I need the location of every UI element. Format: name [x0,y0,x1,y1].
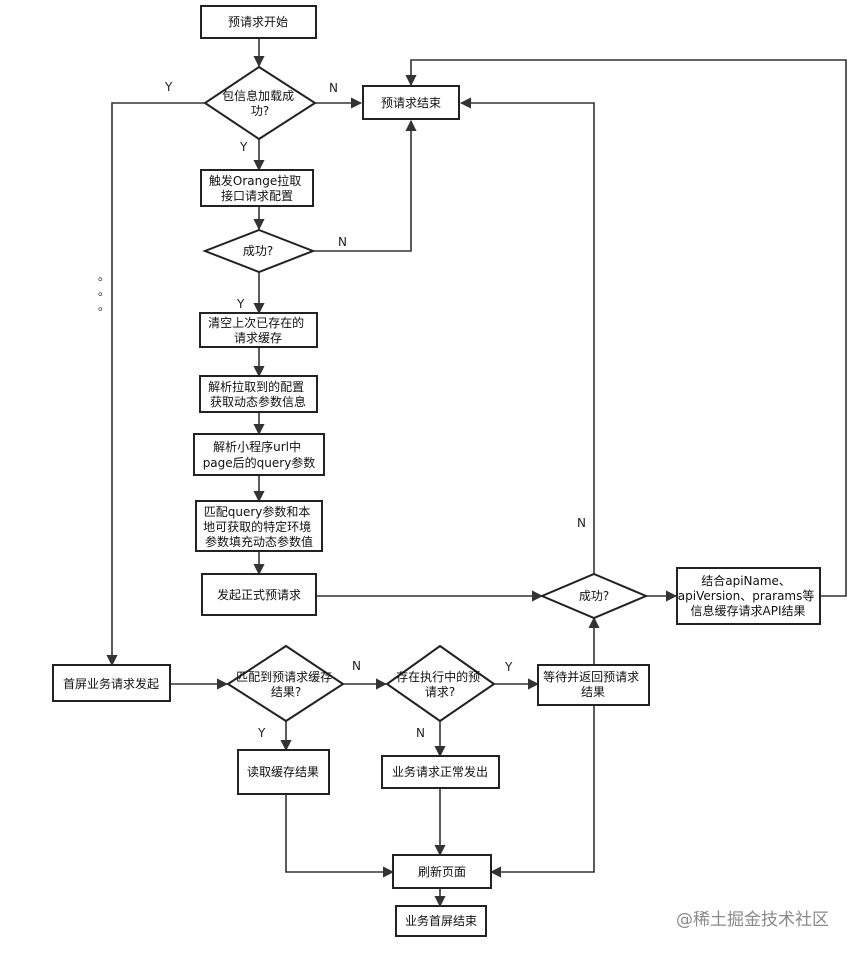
edge-label-match-no: N [352,659,361,673]
edge-label-pkg-no: N [329,81,338,95]
node-send-formal-label: 发起正式预请求 [217,587,301,602]
node-wait-return-label: 等待并返回预请求 结果 [543,670,643,699]
edge-cache-to-end [405,59,847,597]
node-normal-send [381,755,500,789]
node-executing-line-2: 请求? [425,685,455,699]
watermark: @稀土掘金技术社区 [676,910,829,930]
edge-label-executing-no: N [416,726,425,740]
node-pkg-loaded-line-2: 功? [251,104,269,118]
vertical-ellipsis: 。 。 。 [98,269,110,313]
edges [106,38,847,908]
node-clear-cache-line-2: 请求缓存 [234,331,282,345]
node-refresh-line-1: 刷新页面 [418,864,466,879]
edge-success1-no-to-end [313,119,417,252]
node-cache-result-line-2: apiVersion、prarams等 [678,589,815,603]
edge-labels: Y N Y N Y N N Y Y N [164,80,586,740]
node-wait-return [537,664,650,706]
node-start [200,5,317,39]
node-cache-result-line-1: 结合apiName、 [701,573,791,588]
node-end-business-line-1: 业务首屏结束 [405,913,477,928]
node-pkg-loaded-label: 包信息加载成 功? [222,88,298,118]
node-refresh-label: 刷新页面 [418,864,466,879]
node-parse-url-line-2: page后的query参数 [203,455,316,470]
node-trigger-orange-line-2: 接口请求配置 [221,188,293,203]
node-end-pre [362,85,460,120]
node-normal-send-line-1: 业务请求正常发出 [392,764,488,779]
node-match-cache-label: 匹配到预请求缓存 结果? [236,670,336,699]
node-end-pre-line-1: 预请求结束 [381,96,441,110]
node-cache-result-line-3: 信息缓存请求API结果 [691,603,806,618]
edge-label-pkg-yes-down: Y [239,140,248,154]
node-send-formal-line-1: 发起正式预请求 [217,587,301,602]
node-refresh [392,854,492,889]
node-match-query-label: 匹配query参数和本 地可获取的特定环境 参数填充动态参数值 [203,504,315,549]
node-success1-decision [202,228,316,274]
ellipsis-dot-2: 。 [98,284,110,298]
node-start-label: 预请求开始 [228,15,288,29]
edge-success2-no-to-end [459,97,595,574]
node-match-cache-decision [226,644,345,723]
node-executing-line-1: 存在执行中的预 [396,669,480,684]
node-success2-line-1: 成功? [579,589,609,603]
node-parse-config-line-1: 解析拉取到的配置 [208,379,304,394]
node-success1-line-1: 成功? [243,244,273,258]
node-end-pre-label: 预请求结束 [381,96,441,110]
node-send-formal [201,573,317,616]
node-trigger-orange-label: 触发Orange拉取 接口请求配置 [209,173,305,203]
node-parse-config [199,375,318,413]
node-clear-cache-line-1: 清空上次已存在的 [208,315,304,330]
node-parse-config-label: 解析拉取到的配置 获取动态参数信息 [208,379,308,409]
node-cache-result-label: 结合apiName、 apiVersion、prarams等 信息缓存请求API… [678,573,818,618]
node-read-cache-line-1: 读取缓存结果 [247,765,319,779]
node-end-business-label: 业务首屏结束 [405,913,477,928]
node-match-query-line-1: 匹配query参数和本 [204,504,311,519]
node-first-screen [52,664,171,702]
edge-label-match-yes: Y [257,726,266,740]
nodes [52,5,821,937]
node-first-screen-line-1: 首屏业务请求发起 [63,676,159,691]
node-normal-send-label: 业务请求正常发出 [392,764,488,779]
node-parse-config-line-2: 获取动态参数信息 [210,394,306,409]
node-success1-label: 成功? [243,244,273,258]
node-pkg-loaded-decision [203,65,317,141]
node-match-cache-line-1: 匹配到预请求缓存 [236,670,332,684]
node-trigger-orange-line-1: 触发Orange拉取 [209,173,301,188]
ellipsis-dot-3: 。 [98,299,110,313]
edge-label-success2-no: N [577,516,586,530]
node-read-cache-label: 读取缓存结果 [247,765,319,779]
node-parse-url [193,433,325,476]
node-match-cache-line-2: 结果? [271,685,301,699]
edge-label-executing-yes: Y [504,660,513,674]
edge-label-pkg-yes-left: Y [164,80,173,94]
node-first-screen-label: 首屏业务请求发起 [63,676,159,691]
edge-pkg-yes-to-firstscreen [106,102,205,667]
node-end-business [395,905,487,937]
node-match-query-line-3: 参数填充动态参数值 [205,534,313,549]
node-clear-cache [199,312,318,348]
node-success2-label: 成功? [579,589,609,603]
node-wait-return-line-1: 等待并返回预请求 [543,670,639,684]
node-parse-url-label: 解析小程序url中 page后的query参数 [203,439,316,470]
edge-readcache-to-refresh [285,794,395,878]
node-clear-cache-label: 清空上次已存在的 请求缓存 [208,315,308,345]
edge-label-success1-no: N [338,235,347,249]
node-cache-result [676,567,821,625]
edge-wait-to-refresh [489,705,595,878]
node-start-line-1: 预请求开始 [228,15,288,29]
node-wait-return-line-2: 结果 [581,685,605,699]
node-read-cache [237,749,330,795]
node-match-query-line-2: 地可获取的特定环境 [203,519,311,534]
node-executing-label: 存在执行中的预 请求? [396,669,484,699]
edge-label-success1-yes: Y [236,297,245,311]
node-match-query [195,500,323,552]
node-labels: 预请求开始 包信息加载成 功? 预请求结束 触发Orange拉取 接口请求配置 … [63,15,818,928]
node-pkg-loaded-line-1: 包信息加载成 [222,88,294,103]
ellipsis-dot-1: 。 [98,269,110,283]
node-parse-url-line-1: 解析小程序url中 [213,439,301,454]
node-success2-decision [539,572,649,620]
node-trigger-orange [200,169,314,207]
node-executing-decision [385,644,496,723]
